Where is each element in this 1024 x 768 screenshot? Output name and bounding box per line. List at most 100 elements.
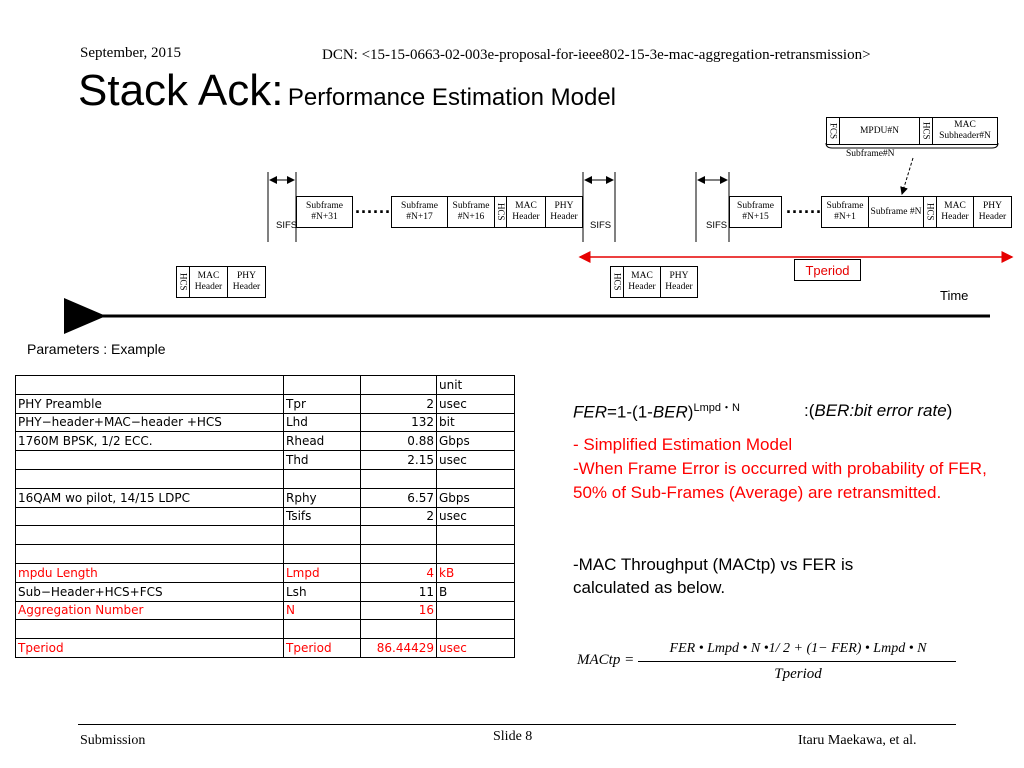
table-cell: Sub−Header+HCS+FCS	[15, 581, 284, 602]
ber-note-a: :(	[804, 401, 815, 420]
table-cell	[436, 619, 515, 640]
table-cell: 0.88	[360, 431, 437, 452]
table-cell	[15, 619, 284, 640]
table-cell: 1760M BPSK, 1/2 ECC.	[15, 431, 284, 452]
table-cell	[15, 375, 284, 395]
table-cell: Lhd	[283, 412, 361, 433]
table-cell	[283, 619, 361, 640]
title-sub: Performance Estimation Model	[287, 84, 617, 111]
frame-caption: Subframe#N	[846, 149, 895, 159]
table-cell: PHY Preamble	[15, 393, 284, 414]
table-cell: usec	[436, 393, 515, 414]
table-cell: PHY−header+MAC−header +HCS	[15, 412, 284, 433]
table-cell: mpdu Length	[15, 562, 284, 583]
table-cell: 2	[360, 393, 437, 414]
table-cell: usec	[436, 506, 515, 527]
footer-submission: Submission	[80, 733, 146, 748]
table-cell: Gbps	[436, 431, 515, 452]
fer-sup: Lmpd・N	[693, 402, 740, 414]
formula-lhs: MACtp =	[577, 652, 635, 668]
footer-slide-number: Slide 8	[493, 729, 533, 744]
ellipsis-2: ......	[786, 197, 823, 217]
table-cell: Thd	[283, 450, 361, 470]
subframe-n17: Subframe #N+17	[391, 196, 448, 228]
timing-diagram-lines	[63, 142, 1014, 334]
frame-hcs: HCS	[919, 117, 933, 145]
table-cell: B	[436, 581, 515, 602]
table-cell	[360, 544, 437, 564]
table-row	[15, 525, 515, 546]
table-cell	[436, 600, 515, 621]
fer-d: )	[687, 402, 694, 422]
table-cell	[283, 525, 361, 546]
table-cell: 16	[360, 600, 437, 621]
table-cell	[15, 468, 284, 489]
table-cell	[436, 468, 515, 489]
fer-b: =1-(1-	[607, 402, 653, 422]
table-cell	[360, 525, 437, 546]
table-cell	[283, 375, 361, 395]
sifs-label-3: SIFS	[706, 220, 728, 231]
table-cell: Tsifs	[283, 506, 361, 527]
mac-header-4: MAC Header	[623, 266, 661, 298]
table-cell	[283, 468, 361, 489]
tperiod-label: Tperiod	[794, 259, 861, 281]
ber-note: :(BER:bit error rate)	[804, 401, 952, 421]
table-cell: kB	[436, 562, 515, 583]
ber-note-c: )	[946, 401, 953, 420]
subframe-n31: Subframe #N+31	[296, 196, 353, 228]
table-cell: Rphy	[283, 487, 361, 508]
sifs-label-2: SIFS	[590, 220, 612, 231]
table-cell: Aggregation Number	[15, 600, 284, 621]
table-cell: 86.44429	[360, 638, 437, 658]
hcs-3: HCS	[176, 266, 190, 298]
slide-title: Stack Ack: Performance Estimation Model	[78, 66, 616, 116]
formula-numerator: FER • Lmpd • N •1/ 2 + (1− FER) • Lmpd •…	[669, 641, 927, 656]
ellipsis-1: ......	[355, 197, 392, 217]
table-cell: 132	[360, 412, 437, 433]
frame-mac-subheader: MAC Subheader#N	[932, 117, 998, 145]
model-note-2: -When Frame Error is occurred with proba…	[573, 459, 987, 502]
ber-note-b: BER:bit error rate	[814, 401, 947, 420]
table-cell: 6.57	[360, 487, 437, 508]
table-cell	[283, 544, 361, 564]
hcs-2: HCS	[923, 196, 937, 228]
fer-equation: FER=1-(1-BER)Lmpd・N	[573, 399, 740, 423]
table-cell: Tperiod	[283, 638, 361, 658]
table-cell: 2.15	[360, 450, 437, 470]
table-cell: usec	[436, 450, 515, 470]
time-label: Time	[940, 288, 969, 303]
table-cell: Rhead	[283, 431, 361, 452]
table-cell: N	[283, 600, 361, 621]
footer-rule	[78, 724, 956, 725]
table-row	[15, 619, 515, 640]
table-cell	[15, 506, 284, 527]
formula-bar	[638, 661, 956, 662]
subframe-n16: Subframe #N+16	[447, 196, 495, 228]
table-cell	[15, 525, 284, 546]
fer-a: FER	[573, 402, 607, 422]
table-cell: Lmpd	[283, 562, 361, 583]
table-cell: 2	[360, 506, 437, 527]
model-note-1: - Simplified Estimation Model	[573, 435, 793, 454]
subframe-n1: Subframe #N+1	[821, 196, 869, 228]
table-cell: bit	[436, 412, 515, 433]
table-cell	[360, 468, 437, 489]
header-date: September, 2015	[80, 45, 182, 61]
table-row: unit	[15, 375, 515, 395]
table-row	[15, 544, 515, 564]
formula-denominator: Tperiod	[774, 666, 822, 682]
table-cell: 4	[360, 562, 437, 583]
frame-mpdu: MPDU#N	[839, 117, 920, 145]
mac-header-1: MAC Header	[506, 196, 546, 228]
table-row	[15, 468, 515, 489]
params-title: Parameters : Example	[27, 341, 166, 357]
